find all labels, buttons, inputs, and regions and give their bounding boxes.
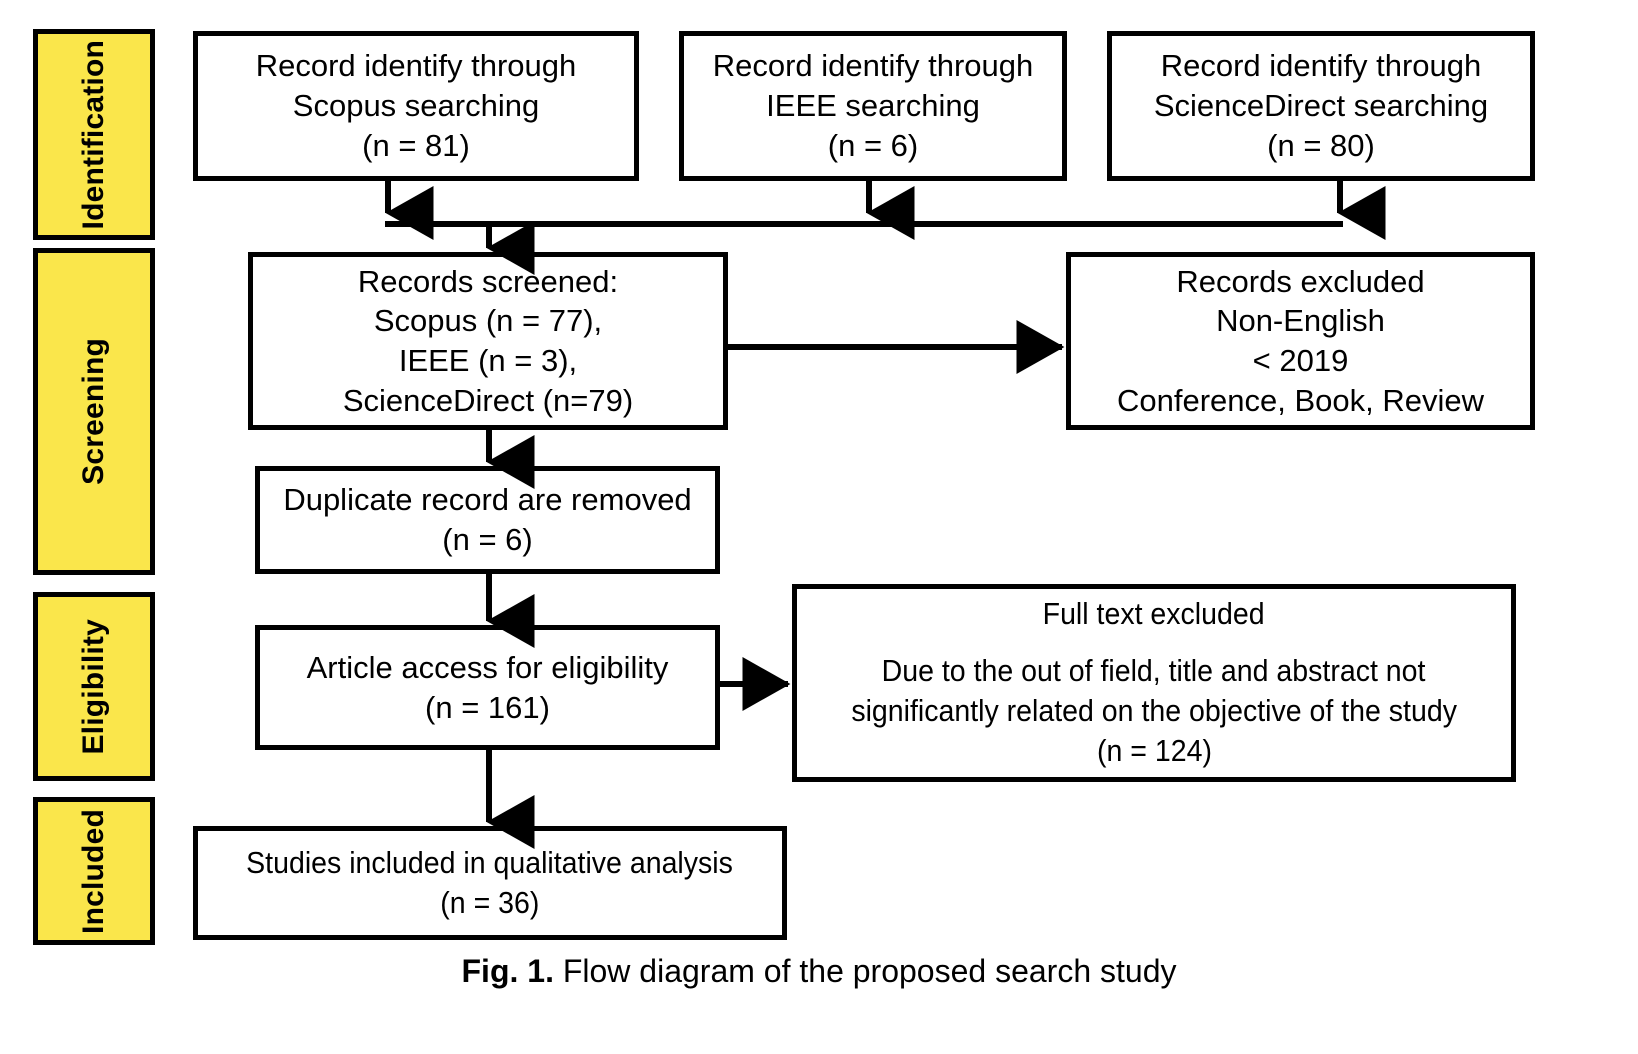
box-eligibility-access: Article access for eligibility (n = 161) bbox=[255, 625, 720, 750]
sciencedirect-source-count: (n = 80) bbox=[1267, 127, 1375, 163]
stage-label-eligibility: Eligibility bbox=[77, 618, 110, 755]
stage-box-eligibility: Eligibility bbox=[33, 592, 155, 781]
box-scopus-source: Record identify through Scopus searching… bbox=[193, 31, 639, 181]
eligibility-access-count: (n = 161) bbox=[425, 689, 550, 725]
records-excluded-reason-2: < 2019 bbox=[1252, 343, 1349, 378]
box-duplicates-removed: Duplicate record are removed (n = 6) bbox=[255, 466, 720, 574]
sciencedirect-source-line-2: ScienceDirect searching bbox=[1153, 88, 1489, 124]
box-ieee-source: Record identify through IEEE searching (… bbox=[679, 31, 1067, 181]
full-text-excluded-count: (n = 124) bbox=[1096, 733, 1212, 769]
studies-included-count: (n = 36) bbox=[440, 885, 540, 920]
box-records-excluded: Records excluded Non-English < 2019 Conf… bbox=[1066, 252, 1535, 430]
full-text-excluded-reason-1: Due to the out of field, title and abstr… bbox=[882, 652, 1426, 688]
scopus-source-count: (n = 81) bbox=[362, 127, 470, 163]
stage-box-identification: Identification bbox=[33, 29, 155, 240]
records-screened-sciencedirect: ScienceDirect (n=79) bbox=[342, 382, 634, 418]
records-excluded-reason-1: Non-English bbox=[1216, 303, 1385, 339]
figure-caption: Fig. 1. Flow diagram of the proposed sea… bbox=[0, 952, 1638, 990]
box-studies-included: Studies included in qualitative analysis… bbox=[193, 826, 787, 940]
ieee-source-line-2: IEEE searching bbox=[766, 88, 980, 124]
stage-box-included: Included bbox=[33, 797, 155, 945]
sciencedirect-source-line-1: Record identify through bbox=[1160, 48, 1482, 84]
box-full-text-excluded: Full text excluded Due to the out of fie… bbox=[792, 584, 1516, 782]
stage-label-included: Included bbox=[77, 808, 110, 934]
stage-box-screening: Screening bbox=[33, 248, 155, 575]
figure-caption-label: Fig. 1. bbox=[461, 953, 554, 989]
full-text-excluded-reason-2: significantly related on the objective o… bbox=[851, 693, 1457, 728]
ieee-source-count: (n = 6) bbox=[827, 127, 919, 163]
eligibility-access-title: Article access for eligibility bbox=[306, 649, 669, 685]
stage-label-identification: Identification bbox=[77, 39, 110, 230]
stage-label-screening: Screening bbox=[77, 338, 110, 485]
records-screened-ieee: IEEE (n = 3), bbox=[398, 343, 578, 378]
records-excluded-reason-3: Conference, Book, Review bbox=[1116, 382, 1485, 418]
scopus-source-line-2: Scopus searching bbox=[292, 88, 540, 124]
records-screened-scopus: Scopus (n = 77), bbox=[373, 303, 603, 339]
records-excluded-title: Records excluded bbox=[1176, 263, 1425, 299]
records-screened-title: Records screened: bbox=[357, 263, 619, 299]
box-records-screened: Records screened: Scopus (n = 77), IEEE … bbox=[248, 252, 728, 430]
ieee-source-line-1: Record identify through bbox=[712, 48, 1034, 84]
scopus-source-line-1: Record identify through bbox=[255, 48, 577, 84]
duplicates-removed-count: (n = 6) bbox=[442, 522, 533, 557]
figure-caption-text: Flow diagram of the proposed search stud… bbox=[553, 953, 1177, 989]
box-sciencedirect-source: Record identify through ScienceDirect se… bbox=[1107, 31, 1535, 181]
full-text-excluded-title: Full text excluded bbox=[1043, 596, 1265, 632]
duplicates-removed-title: Duplicate record are removed bbox=[283, 482, 692, 518]
studies-included-title: Studies included in qualitative analysis bbox=[246, 844, 734, 880]
